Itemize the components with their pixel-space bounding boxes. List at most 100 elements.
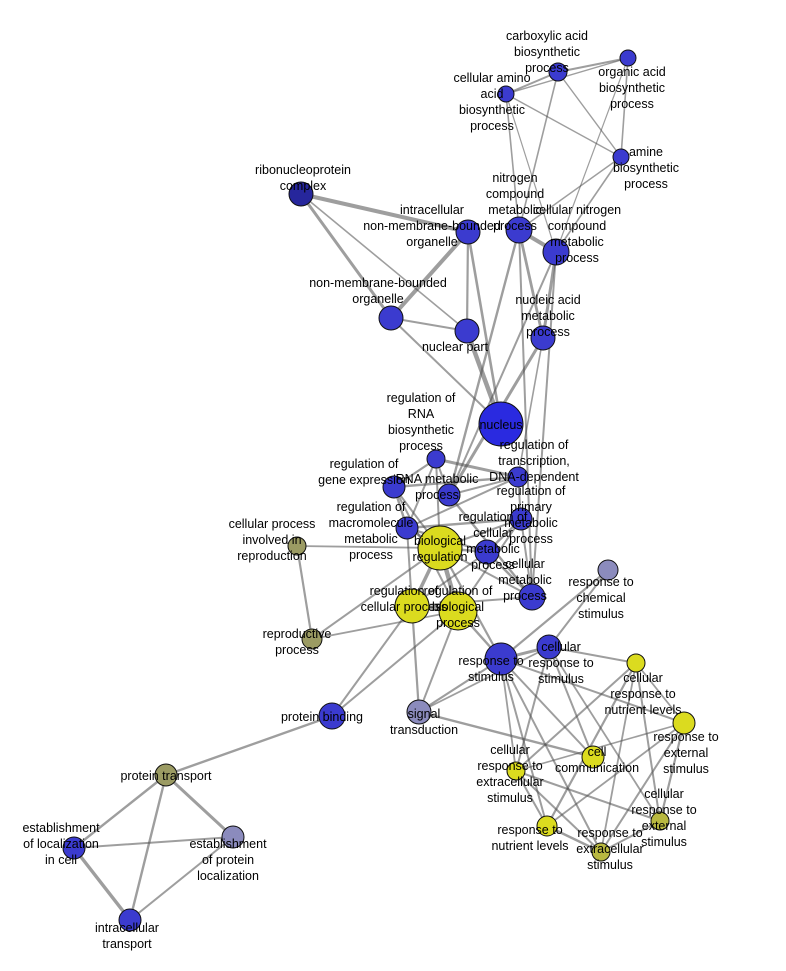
- edge-reg_rna--reg_macro[interactable]: [406, 458, 437, 529]
- edge-signal_transd--cell_resp_stim[interactable]: [418, 646, 550, 713]
- node-reg_rna[interactable]: regulation of RNA biosynthetic process: [426, 449, 446, 469]
- edge-cell_resp_nutr--cell_resp_ext[interactable]: [635, 662, 661, 822]
- node-resp_nutr[interactable]: response to nutrient levels: [536, 815, 558, 837]
- node-cell_nitrogen[interactable]: cellular nitrogen compound metabolic pro…: [542, 238, 570, 266]
- node-rnp[interactable]: ribonucleoprotein complex: [288, 181, 314, 207]
- node-reg_cell_metab[interactable]: regulation of cellular metabolic process: [474, 539, 500, 565]
- edge-carboxylic--nitrogen[interactable]: [518, 71, 559, 231]
- node-reg_primary[interactable]: regulation of primary metabolic process: [509, 507, 533, 531]
- edge-resp_ext--cell_resp_extra[interactable]: [515, 722, 685, 772]
- node-est_prot_loc[interactable]: establishment of protein localization: [221, 825, 245, 849]
- edge-carboxylic--organic[interactable]: [557, 57, 629, 73]
- edge-cell_resp_stim--cell_resp_nutr[interactable]: [548, 646, 637, 664]
- edge-cell_resp_extra--cell_resp_ext[interactable]: [515, 770, 661, 822]
- node-nuclear_part[interactable]: nuclear part: [454, 318, 480, 344]
- edge-reg_transcr--rna_metab[interactable]: [448, 476, 519, 496]
- edge-reg_rna--reg_transcr[interactable]: [434, 457, 520, 479]
- edge-cell_resp_nutr--resp_extra[interactable]: [600, 662, 637, 853]
- edge-protein_transport--est_loc_cell[interactable]: [72, 773, 168, 850]
- edge-repro--reg_biol[interactable]: [311, 610, 459, 640]
- edge-rnp--nmb[interactable]: [299, 192, 393, 320]
- edge-reg_cell_proc--protein_binding[interactable]: [331, 605, 413, 717]
- node-reg_macro[interactable]: regulation of macromolecule metabolic pr…: [395, 516, 419, 540]
- edge-reg_transcr--reg_gene[interactable]: [392, 475, 520, 489]
- edge-resp_stim--resp_ext[interactable]: [500, 658, 685, 724]
- edge-reg_biol--protein_binding[interactable]: [331, 610, 459, 717]
- edge-nitrogen--nucleic_acid[interactable]: [517, 228, 545, 340]
- edge-cell_proc_repro--repro[interactable]: [295, 544, 314, 641]
- edge-nucleic_acid--reg_transcr[interactable]: [517, 337, 544, 478]
- node-cellular_amino[interactable]: cellular amino acid biosynthetic process: [497, 85, 515, 103]
- edge-est_loc_cell--intra_transport[interactable]: [72, 846, 132, 922]
- edge-nitrogen--cell_metab[interactable]: [518, 229, 533, 598]
- node-reg_biol[interactable]: regulation of biological process: [438, 591, 478, 631]
- edge-rnp--nuclear_part[interactable]: [300, 193, 468, 332]
- node-cell_resp_extra[interactable]: cellular response to extracellular stimu…: [506, 761, 526, 781]
- edge-cell_resp_nutr--resp_ext[interactable]: [635, 662, 685, 724]
- edge-resp_ext--resp_nutr[interactable]: [546, 722, 685, 827]
- node-cell_resp_stim[interactable]: cellular response to stimulus: [536, 634, 562, 660]
- node-est_loc_cell[interactable]: establishment of localization in cell: [62, 836, 86, 860]
- edge-cell_comm--signal_transd[interactable]: [417, 710, 595, 759]
- edge-cell_resp_stim--cell_resp_extra[interactable]: [515, 646, 550, 772]
- edge-organic--amine[interactable]: [620, 57, 629, 158]
- edge-reg_transcr--reg_macro[interactable]: [406, 476, 519, 529]
- node-amine[interactable]: amine biosynthetic process: [612, 148, 630, 166]
- edge-resp_stim--cell_comm[interactable]: [500, 658, 594, 758]
- edge-intra_nmb--nuclear_part[interactable]: [465, 230, 470, 333]
- edge-cellular_amino--cell_nitrogen[interactable]: [505, 93, 557, 253]
- node-nmb[interactable]: non-membrane-bounded organelle: [378, 305, 404, 331]
- edge-cell_nitrogen--cell_metab[interactable]: [531, 251, 557, 598]
- node-nucleic_acid[interactable]: nucleic acid metabolic process: [530, 325, 556, 351]
- edge-reg_cell_proc--signal_transd[interactable]: [410, 604, 421, 714]
- edge-nmb--nucleus[interactable]: [390, 317, 502, 425]
- node-intra_transport[interactable]: intracellular transport: [118, 908, 142, 932]
- edge-cell_resp_stim--resp_chem[interactable]: [548, 569, 609, 648]
- edge-resp_stim--resp_extra[interactable]: [500, 658, 602, 853]
- edge-nitrogen--rna_metab[interactable]: [447, 228, 521, 497]
- node-carboxylic[interactable]: carboxylic acid biosynthetic process: [548, 62, 568, 82]
- edge-cell_resp_nutr--cell_resp_extra[interactable]: [515, 662, 637, 772]
- edge-resp_ext--cell_resp_ext[interactable]: [658, 721, 686, 823]
- node-nucleus[interactable]: nucleus: [478, 401, 524, 447]
- edge-cell_resp_stim--cell_resp_ext[interactable]: [548, 646, 661, 822]
- edge-cell_resp_nutr--resp_nutr[interactable]: [545, 661, 638, 828]
- node-reg_gene[interactable]: regulation of gene expression: [382, 475, 406, 499]
- node-organic[interactable]: organic acid biosynthetic process: [619, 49, 637, 67]
- edge-resp_extra--cell_resp_ext[interactable]: [600, 820, 661, 853]
- edge-protein_transport--est_prot_loc[interactable]: [164, 773, 235, 839]
- node-reg_cell_proc[interactable]: regulation of cellular process: [394, 588, 430, 624]
- node-repro[interactable]: reproductive process: [301, 628, 323, 650]
- edge-est_loc_cell--est_prot_loc[interactable]: [73, 836, 234, 849]
- edge-reg_macro--reg_primary[interactable]: [405, 517, 523, 530]
- node-protein_transport[interactable]: protein transport: [154, 763, 178, 787]
- node-resp_ext[interactable]: response to external stimulus: [672, 711, 696, 735]
- node-intra_nmb[interactable]: intracellular non-membrane-bounded organ…: [455, 219, 481, 245]
- edge-carboxylic--amine[interactable]: [557, 71, 622, 158]
- edge-rnp--intra_nmb[interactable]: [299, 192, 470, 234]
- edge-repro--biol_reg[interactable]: [311, 547, 441, 640]
- edge-cell_resp_stim--cell_comm[interactable]: [548, 646, 594, 758]
- edge-resp_stim--cell_resp_extra[interactable]: [500, 658, 517, 772]
- node-cell_resp_nutr[interactable]: cellular response to nutrient levels: [626, 653, 646, 673]
- node-signal_transd[interactable]: signal transduction: [406, 699, 432, 725]
- edge-cell_nitrogen--nucleic_acid[interactable]: [541, 250, 558, 340]
- edge-cell_resp_extra--resp_nutr[interactable]: [515, 770, 548, 827]
- edge-protein_transport--intra_transport[interactable]: [128, 773, 168, 922]
- edge-cellular_amino--nitrogen[interactable]: [505, 93, 520, 231]
- node-rna_metab[interactable]: RNA metabolic process: [437, 483, 461, 507]
- node-cell_comm[interactable]: cell communication: [581, 745, 605, 769]
- edge-resp_stim--resp_chem[interactable]: [499, 568, 610, 661]
- edge-est_prot_loc--intra_transport[interactable]: [129, 836, 234, 921]
- edge-cell_nitrogen--rna_metab[interactable]: [448, 251, 557, 496]
- edge-resp_extra--cell_resp_extra[interactable]: [515, 770, 602, 853]
- edge-cell_proc_repro--biol_reg[interactable]: [296, 545, 441, 549]
- node-nitrogen[interactable]: nitrogen compound metabolic process: [505, 216, 533, 244]
- edge-protein_binding--protein_transport[interactable]: [164, 714, 334, 777]
- node-cell_proc_repro[interactable]: cellular process involved in reproductio…: [287, 536, 307, 556]
- edge-nmb--nuclear_part[interactable]: [390, 317, 468, 332]
- edge-organic--cellular_amino[interactable]: [505, 57, 629, 95]
- node-resp_chem[interactable]: response to chemical stimulus: [597, 559, 619, 581]
